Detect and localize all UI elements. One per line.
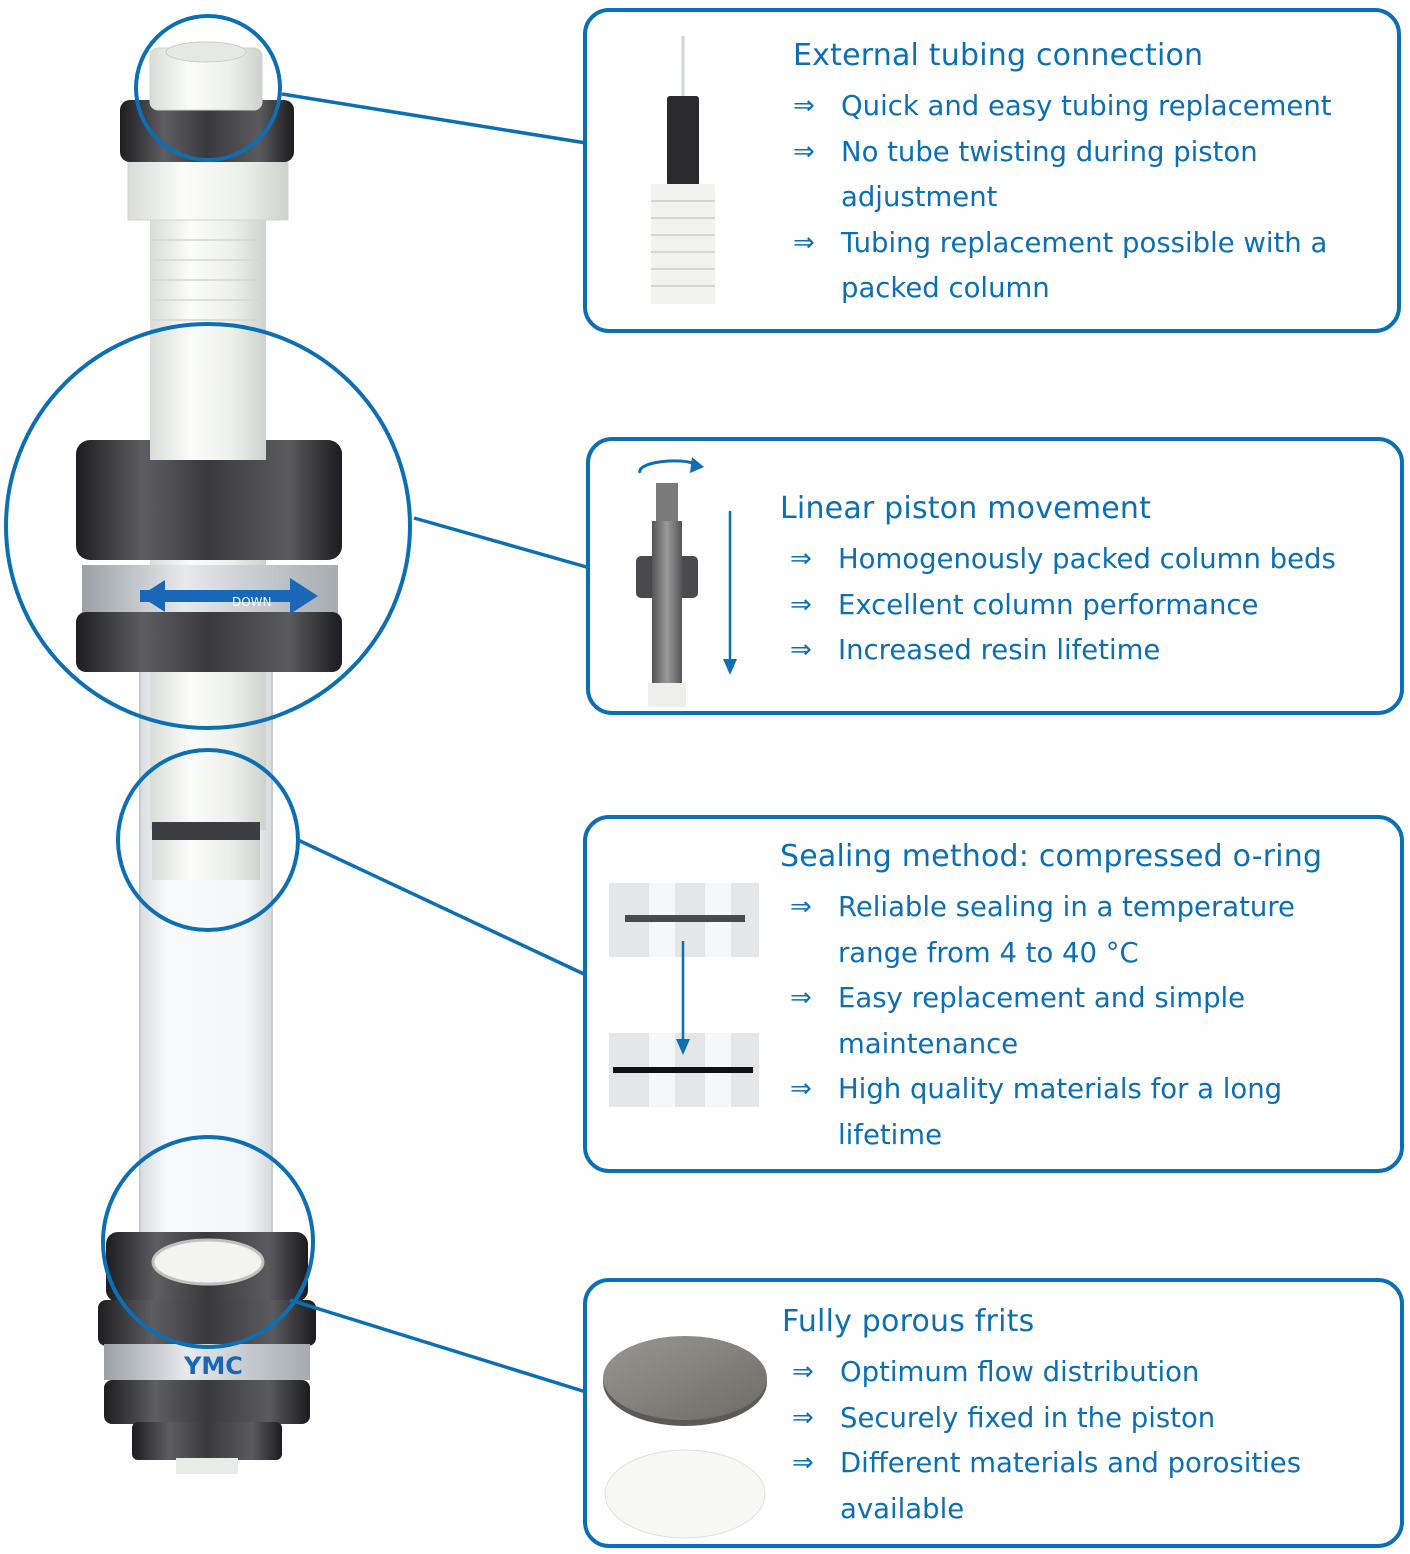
porous-frits-photo: [603, 1336, 767, 1539]
leader-line-3: [297, 838, 587, 977]
double-arrow-icon: ⇒: [790, 589, 812, 620]
double-arrow-icon: ⇒: [790, 1074, 812, 1104]
double-arrow-icon: ⇒: [790, 544, 812, 574]
feature-card-tubing: External tubing connection ⇒Quick and ea…: [583, 8, 1401, 333]
feature-card-frits: Fully porous frits ⇒Optimum flow distrib…: [583, 1278, 1404, 1548]
ymc-logo-text: YMC: [183, 1352, 243, 1380]
bullet-list-oring: ⇒Reliable sealing in a temperature range…: [790, 885, 1350, 1158]
double-arrow-icon: ⇒: [790, 983, 812, 1013]
bullet-item: ⇒Different materials and porosities avai…: [792, 1441, 1352, 1532]
tubing-connector-photo: [651, 36, 715, 304]
double-arrow-icon: ⇒: [792, 1402, 814, 1433]
bullet-item: ⇒High quality materials for a long lifet…: [790, 1067, 1350, 1158]
oring-compression-photo: [609, 883, 759, 1107]
double-arrow-icon: ⇒: [790, 892, 812, 922]
feature-card-piston: Linear piston movement ⇒Homogenously pac…: [586, 437, 1404, 715]
card-title-frits: Fully porous frits: [782, 1304, 1035, 1339]
bullet-item: ⇒Quick and easy tubing replacement: [793, 84, 1373, 130]
bullet-list-piston: ⇒Homogenously packed column beds ⇒Excell…: [790, 537, 1390, 674]
bullet-item: ⇒Increased resin lifetime: [790, 628, 1390, 674]
feature-card-oring: Sealing method: compressed o-ring ⇒Relia…: [583, 815, 1404, 1173]
bullet-item: ⇒Easy replacement and simple maintenance: [790, 976, 1350, 1067]
double-arrow-icon: ⇒: [793, 91, 815, 121]
bullet-item: ⇒Reliable sealing in a temperature range…: [790, 885, 1350, 976]
bullet-list-frits: ⇒Optimum flow distribution ⇒Securely fix…: [792, 1350, 1352, 1532]
bullet-item: ⇒Optimum flow distribution: [792, 1350, 1352, 1396]
callout-circle-piston: [4, 322, 412, 730]
leader-line-2: [413, 516, 591, 570]
double-arrow-icon: ⇒: [793, 136, 815, 167]
double-arrow-icon: ⇒: [790, 635, 812, 665]
leader-line-4: [289, 1298, 587, 1394]
double-arrow-icon: ⇒: [792, 1357, 814, 1387]
double-arrow-icon: ⇒: [793, 227, 815, 258]
bullet-item: ⇒Homogenously packed column beds: [790, 537, 1390, 583]
bullet-item: ⇒No tube twisting during piston adjustme…: [793, 130, 1373, 221]
bullet-item: ⇒Tubing replacement possible with a pack…: [793, 221, 1373, 312]
card-title-oring: Sealing method: compressed o-ring: [780, 839, 1323, 874]
bullet-list-tubing: ⇒Quick and easy tubing replacement ⇒No t…: [793, 84, 1373, 312]
leader-line-1: [281, 92, 587, 145]
callout-circle-frit: [101, 1135, 315, 1349]
callout-circle-tubing: [134, 14, 282, 162]
bullet-item: ⇒Securely fixed in the piston: [792, 1396, 1352, 1442]
piston-movement-photo: [636, 457, 737, 707]
band-down-label: DOWN: [232, 595, 272, 609]
bullet-item: ⇒Excellent column performance: [790, 583, 1390, 629]
card-title-tubing: External tubing connection: [793, 38, 1204, 73]
double-arrow-icon: ⇒: [792, 1448, 814, 1478]
card-title-piston: Linear piston movement: [780, 491, 1152, 526]
